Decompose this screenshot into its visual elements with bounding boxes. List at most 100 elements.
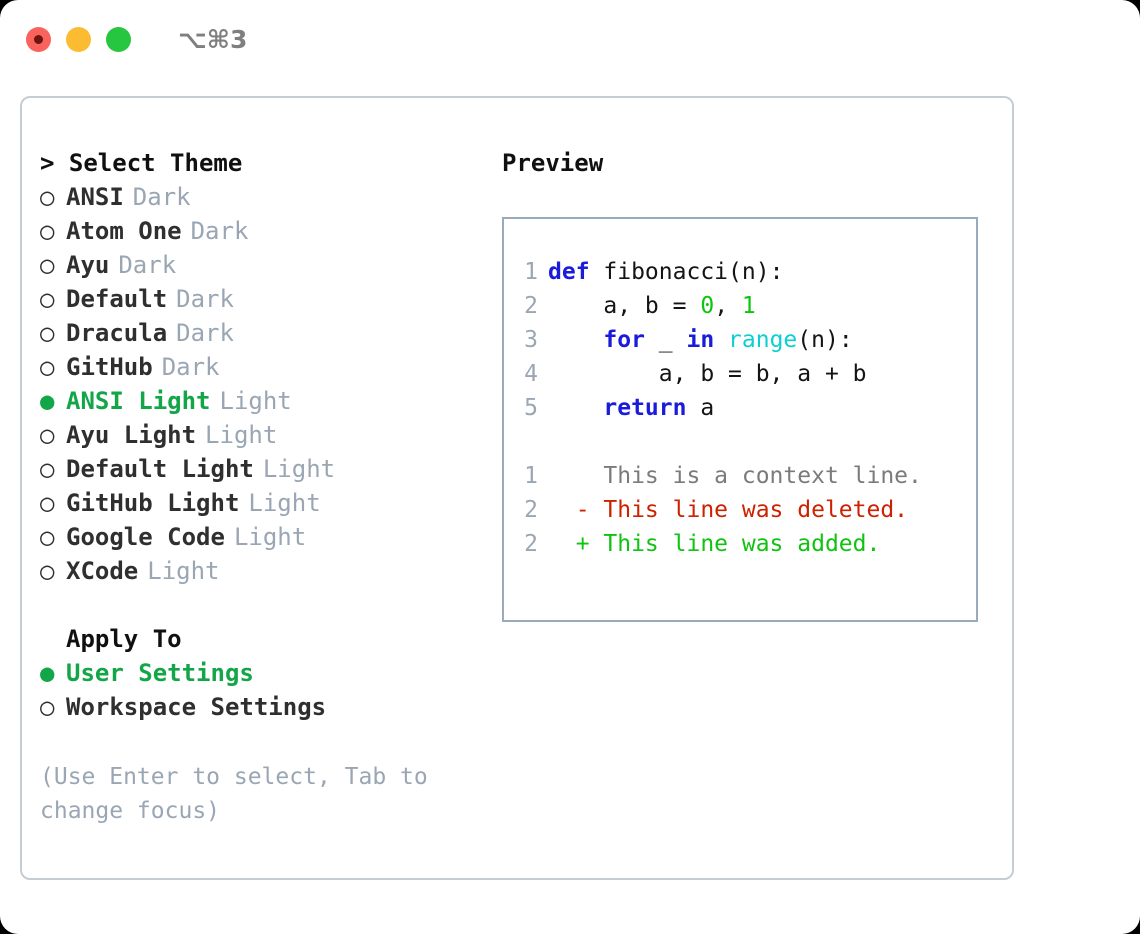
preview-title: Preview — [502, 149, 604, 177]
hint-spacer — [40, 724, 500, 758]
theme-option-label: GitHub — [66, 353, 153, 381]
radio-unselected-icon: ○ — [40, 455, 55, 483]
theme-option-label: Atom One — [66, 217, 182, 245]
code-token-plain: a — [686, 395, 715, 421]
theme-option-1[interactable]: ○ Atom One Dark — [40, 214, 500, 248]
apply-to-option-label: Workspace Settings — [66, 693, 327, 721]
line-number: 4 — [524, 361, 538, 387]
apply-to-option-list: ● User Settings ○ Workspace Settings — [40, 656, 500, 724]
minimize-button[interactable] — [66, 26, 91, 52]
theme-option-label: GitHub Light — [66, 489, 240, 517]
code-token-plain: _ — [644, 327, 687, 353]
code-line: 2 a, b = 0, 1 — [504, 289, 976, 323]
list-spacer — [40, 588, 500, 622]
apply-to-title: Apply To — [66, 625, 182, 653]
code-line-content: for _ in range(n): — [548, 323, 853, 357]
theme-option-tag: Light — [233, 523, 307, 551]
code-line-content: def fibonacci(n): — [548, 255, 783, 289]
code-token-plain: (n): — [797, 327, 853, 353]
window-titlebar: ⌥⌘3 — [0, 0, 1140, 78]
radio-unselected-icon: ○ — [40, 217, 55, 245]
record-dot-icon — [34, 34, 43, 44]
radio-unselected-icon: ○ — [40, 183, 55, 211]
code-token-plain — [548, 327, 603, 353]
diff-line-text: This line was deleted. — [603, 497, 909, 523]
radio-unselected-icon: ○ — [40, 489, 55, 517]
radio-unselected-icon: ○ — [40, 353, 55, 381]
window-title: ⌥⌘3 — [178, 24, 248, 54]
code-token-kw: in — [686, 327, 715, 353]
code-token-plain: ): — [755, 259, 784, 285]
diff-line-number: 2 — [524, 497, 538, 523]
theme-option-tag: Light — [205, 421, 278, 449]
theme-option-tag: Light — [147, 557, 220, 585]
theme-option-tag: Dark — [190, 217, 249, 245]
line-number: 3 — [524, 327, 538, 353]
theme-option-label: Default Light — [66, 455, 254, 483]
diff-marker: - — [548, 497, 604, 523]
theme-option-label: Ayu — [66, 251, 110, 279]
code-line: 5 return a — [504, 391, 976, 425]
theme-option-5[interactable]: ○ GitHub Dark — [40, 350, 500, 384]
code-token-num: 0 — [700, 293, 715, 319]
code-line-content: a, b = b, a + b — [548, 357, 867, 391]
close-button[interactable] — [26, 26, 51, 52]
line-number: 2 — [524, 293, 538, 319]
diff-line-number: 1 — [524, 463, 538, 489]
theme-option-tag: Dark — [118, 251, 177, 279]
radio-unselected-icon: ○ — [40, 421, 55, 449]
apply-to-option-label: User Settings — [66, 659, 254, 687]
diff-line-number: 2 — [524, 531, 538, 557]
select-theme-header: > Select Theme — [40, 149, 243, 177]
theme-option-tag: Dark — [161, 353, 220, 381]
code-token-plain: a, b = b, a + b — [548, 361, 867, 387]
diff-preview: 1 This is a context line. 2 - This line w… — [504, 459, 976, 561]
code-token-kw: for — [603, 327, 645, 353]
diff-marker — [548, 459, 603, 493]
diff-line: 1 This is a context line. — [504, 459, 976, 493]
radio-unselected-icon: ○ — [40, 251, 55, 279]
radio-unselected-icon: ○ — [40, 557, 55, 585]
apply-to-option-1[interactable]: ○ Workspace Settings — [40, 690, 500, 724]
radio-selected-icon: ● — [40, 387, 55, 415]
zoom-button[interactable] — [106, 26, 131, 52]
radio-unselected-icon: ○ — [40, 693, 55, 721]
theme-option-tag: Dark — [132, 183, 191, 211]
radio-unselected-icon: ○ — [40, 319, 55, 347]
code-token-plain — [714, 327, 728, 353]
code-line-content: return a — [548, 391, 714, 425]
theme-option-2[interactable]: ○ Ayu Dark — [40, 248, 500, 282]
theme-option-label: XCode — [66, 557, 139, 585]
theme-option-11[interactable]: ○ XCode Light — [40, 554, 500, 588]
code-token-plain: n — [741, 259, 756, 285]
radio-unselected-icon: ○ — [40, 285, 55, 313]
traffic-lights — [26, 26, 131, 52]
diff-line-text: This is a context line. — [603, 463, 922, 489]
theme-option-label: Dracula — [66, 319, 168, 347]
code-line: 3 for _ in range(n): — [504, 323, 976, 357]
code-token-plain: a, b = — [548, 293, 701, 319]
code-token-plain — [548, 395, 603, 421]
theme-option-tag: Light — [219, 387, 292, 415]
code-token-kw: return — [603, 395, 687, 421]
apply-to-option-0[interactable]: ● User Settings — [40, 656, 500, 690]
code-line: 4 a, b = b, a + b — [504, 357, 976, 391]
diff-marker: + — [548, 531, 604, 557]
theme-option-label: Google Code — [66, 523, 225, 551]
radio-selected-icon: ● — [40, 659, 55, 687]
